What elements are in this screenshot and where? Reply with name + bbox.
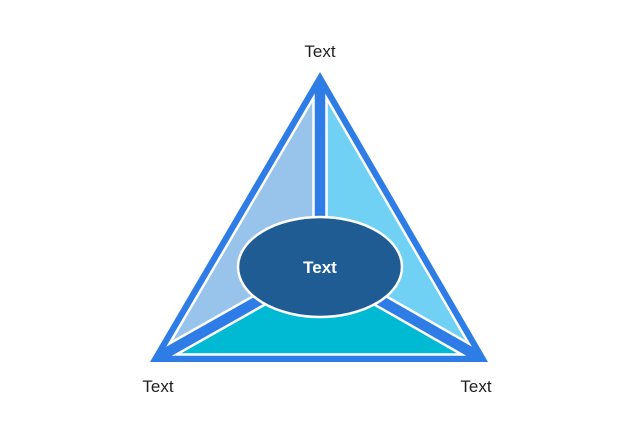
label-top[interactable]: Text xyxy=(304,42,335,61)
label-bottom-right[interactable]: Text xyxy=(460,377,491,396)
center-ellipse-label[interactable]: Text xyxy=(303,258,337,277)
center-ellipse[interactable] xyxy=(236,215,404,319)
label-bottom-left[interactable]: Text xyxy=(142,377,173,396)
